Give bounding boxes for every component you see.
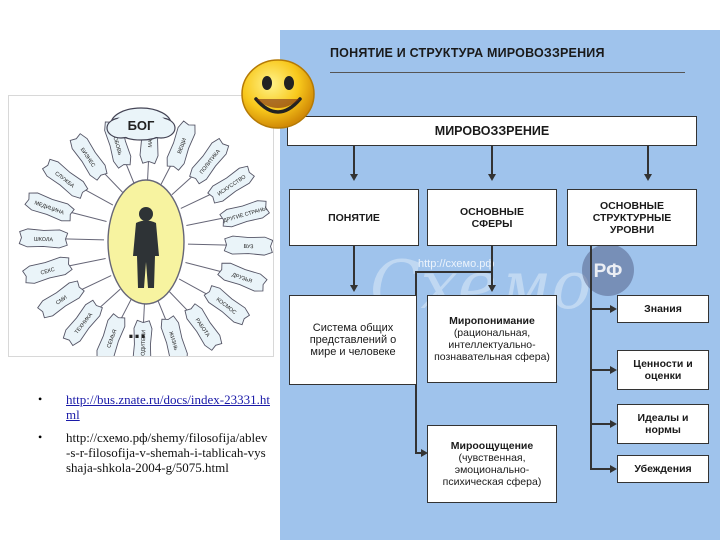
god-cloud: БОГ [106, 107, 176, 141]
connector [590, 468, 610, 470]
petal: ШКОЛА [18, 228, 105, 249]
god-label: БОГ [128, 118, 155, 133]
sphere-understanding-text: (рациональная, интеллектуально-познавате… [434, 327, 550, 363]
watermark-url: http://схемо.рф [418, 258, 495, 270]
petal: ЖИЗНЬ [157, 299, 188, 356]
concept-definition-box: Система общих представлений о мире и чел… [289, 295, 417, 385]
petal-shape [62, 299, 103, 347]
bullet: • [38, 392, 43, 406]
levels-head-box: ОСНОВНЫЕ СТРУКТУРНЫЕ УРОВНИ [567, 189, 697, 246]
bullet: • [38, 430, 43, 444]
person-silhouette [133, 207, 159, 288]
sphere-understanding-box: Миропонимание (рациональная, интеллектуа… [427, 295, 557, 383]
petal-label: ВЕЩИ [177, 137, 188, 154]
link-item-2: • http://схемо.рф/shemy/filosofija/ablev… [38, 430, 270, 475]
petal-label: ВУЗ [243, 244, 253, 250]
link-item-1: • http://bus.znate.ru/docs/index-23331.h… [38, 392, 270, 422]
petal-label: СЕКС [40, 267, 56, 277]
petal-shape [96, 313, 126, 356]
level-ideals-box: Идеалы и нормы [617, 404, 709, 444]
petal-shape [217, 262, 268, 292]
sphere-feeling-title: Мироощущение [450, 440, 534, 452]
petal: СМИ [37, 275, 112, 319]
petal-label: ЖИЗНЬ [167, 331, 178, 352]
connector [590, 423, 610, 425]
petal: МЕДИЦИНА [24, 192, 107, 222]
petal: ВЕЩИ [159, 120, 196, 186]
diagram-title: ПОНЯТИЕ И СТРУКТУРА МИРОВОЗЗРЕНИЯ [330, 46, 605, 60]
petal-shape [160, 315, 188, 356]
source-link-2[interactable]: http://схемо.рф/shemy/filosofija/ablev-s… [66, 430, 268, 475]
connector [353, 146, 355, 174]
connector [491, 146, 493, 174]
arrow-right [610, 305, 617, 313]
petal-shape [207, 165, 255, 204]
arrow-right [610, 465, 617, 473]
arrow-down [488, 174, 496, 181]
connector [590, 308, 610, 310]
connector [491, 246, 493, 285]
level-knowledge-box: Знания [617, 295, 709, 323]
arrow-down [488, 285, 496, 292]
root-box: МИРОВОЗЗРЕНИЕ [287, 116, 697, 146]
petal-shape [41, 158, 89, 199]
arrow-right [610, 420, 617, 428]
connector [415, 271, 492, 273]
arrow-right [421, 449, 428, 457]
petal-label: СМИ [55, 295, 69, 307]
petal: СЕМЬЯ [96, 298, 133, 356]
smiley-face-icon [241, 59, 315, 129]
connector [353, 246, 355, 285]
petal: ВУЗ [187, 235, 273, 256]
petal-label: ШКОЛА [34, 237, 54, 244]
source-link-1[interactable]: http://bus.znate.ru/docs/index-23331.htm… [66, 392, 270, 422]
petal: СЕКС [22, 256, 106, 284]
ellipsis-label: ... [128, 318, 146, 343]
concept-head-box: ПОНЯТИЕ [289, 189, 419, 246]
connector [590, 246, 592, 469]
arrow-down [644, 174, 652, 181]
sphere-feeling-box: Мироощущение (чувственная, эмоционально-… [427, 425, 557, 503]
petal-shape [189, 137, 230, 185]
petal-shape [22, 256, 73, 284]
arrow-down [350, 285, 358, 292]
petal: ТЕХНИКА [62, 288, 121, 347]
petal-shape [219, 200, 270, 228]
connector [590, 369, 610, 371]
level-values-box: Ценности и оценки [617, 350, 709, 390]
petal: ДРУГИЕ СТРАНЫ [186, 200, 270, 228]
petal-label: РОДИТЕЛИ [140, 330, 147, 356]
connector [647, 146, 649, 174]
connector [415, 452, 421, 454]
level-beliefs-box: Убеждения [617, 455, 709, 483]
spheres-head-box: ОСНОВНЫЕ СФЕРЫ [427, 189, 557, 246]
petal-shape [132, 319, 153, 356]
sphere-understanding-title: Миропонимание [449, 315, 535, 327]
source-links: • http://bus.znate.ru/docs/index-23331.h… [38, 392, 270, 483]
petal-shape [184, 303, 223, 351]
petal-shape [166, 120, 196, 171]
petal: БИЗНЕС [69, 133, 123, 193]
petal-shape [203, 285, 251, 326]
petal-shape [37, 280, 85, 319]
petal-shape [24, 192, 75, 222]
petal: РАБОТА [169, 291, 223, 351]
arrow-down [350, 174, 358, 181]
petal-shape [69, 133, 108, 181]
petal-shape [18, 228, 69, 249]
sphere-feeling-text: (чувственная, эмоционально-психическая с… [442, 452, 542, 488]
petal: ДРУЗЬЯ [185, 262, 268, 292]
petal: РОДИТЕЛИ [132, 301, 153, 356]
petal-shape [223, 235, 273, 256]
title-rule [330, 72, 685, 73]
arrow-right [610, 366, 617, 374]
